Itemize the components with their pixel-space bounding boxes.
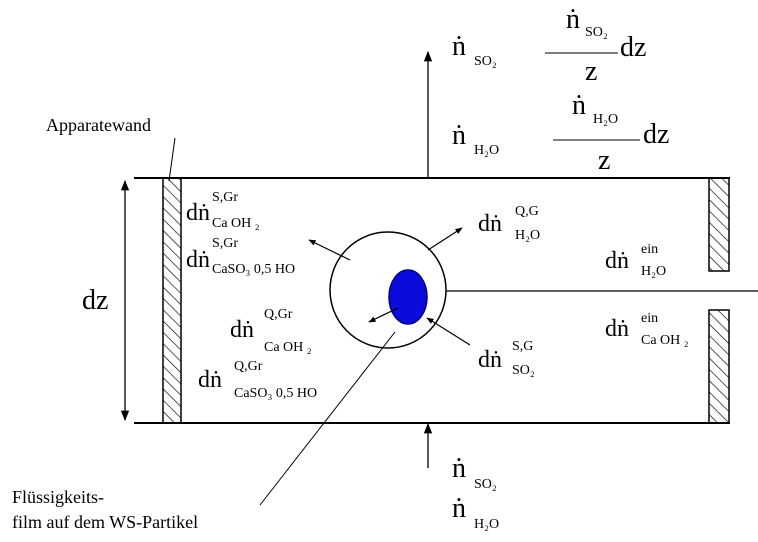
arrow-to-upper-left <box>308 239 351 261</box>
left-wall <box>162 177 182 424</box>
term-s-gr-caoh2-sub: Ca OH ₂ <box>212 216 260 231</box>
term-q-g-h2o-sub: H₂O <box>515 228 541 243</box>
term-s-gr-caoh2-sup: S,Gr <box>212 190 239 205</box>
term-ein-h2o: dṅ <box>605 248 629 274</box>
bottom-n-so2-sub: SO₂ <box>474 477 497 492</box>
bottom-n-h2o: ṅ <box>452 493 466 524</box>
top-n-so2-sub: SO₂ <box>474 54 497 69</box>
top-h2o-grad-num-sub: H₂O <box>593 112 619 127</box>
top-so2-grad-dz: dz <box>620 32 647 63</box>
top-so2-grad-num-sub: SO₂ <box>585 25 608 40</box>
film-label-line2: film auf dem WS-Partikel <box>12 512 199 532</box>
top-h2o-grad-num: ṅ <box>572 90 586 121</box>
term-q-gr-caoh2: dṅ <box>230 317 254 343</box>
wall-leader-line <box>168 137 176 182</box>
term-q-gr-caoh2-sub: Ca OH ₂ <box>264 340 312 355</box>
top-so2-grad-num: ṅ <box>566 4 580 35</box>
term-q-gr-caso3-sub: CaSO₃ 0,5 HO <box>234 386 318 401</box>
top-so2-grad-den: z <box>585 56 598 87</box>
term-s-gr-caso3: dṅ <box>186 247 210 273</box>
top-h2o-grad-den: z <box>598 145 611 176</box>
bottom-n-h2o-sub: H₂O <box>474 517 500 532</box>
arrow-from-lower-right <box>426 317 471 346</box>
term-q-g-h2o-sup: Q,G <box>515 204 539 219</box>
arrow-to-upper-right <box>427 227 463 251</box>
term-s-g-so2: dṅ <box>478 347 502 373</box>
top-n-so2: ṅ <box>452 31 466 62</box>
term-s-gr-caso3-sub: CaSO₃ 0,5 HO <box>212 262 296 277</box>
term-s-gr-caoh2: dṅ <box>186 200 210 226</box>
apparatus-wall-label: Apparatewand <box>46 115 151 135</box>
bottom-n-so2: ṅ <box>452 453 466 484</box>
term-q-gr-caso3-sup: Q,Gr <box>234 359 263 374</box>
right-wall-upper <box>708 177 730 272</box>
term-ein-caoh2-sup: ein <box>641 311 659 326</box>
term-s-g-so2-sub: SO₂ <box>512 363 535 378</box>
term-q-gr-caoh2-sup: Q,Gr <box>264 307 293 322</box>
film-leader-line <box>259 331 396 506</box>
arrow-to-lower-left <box>368 307 399 323</box>
term-ein-h2o-sub: H₂O <box>641 264 667 279</box>
ws-particle <box>388 269 428 325</box>
term-q-gr-caso3: dṅ <box>198 367 222 393</box>
term-ein-caoh2-sub: Ca OH ₂ <box>641 333 689 348</box>
film-label-line1: Flüssigkeits- <box>12 487 105 507</box>
top-h2o-grad-dz: dz <box>643 119 670 150</box>
height-label: dz <box>82 285 109 316</box>
term-s-gr-caso3-sup: S,Gr <box>212 236 239 251</box>
right-wall-lower <box>708 309 730 424</box>
top-n-h2o: ṅ <box>452 120 466 151</box>
term-q-g-h2o: dṅ <box>478 211 502 237</box>
term-ein-caoh2: dṅ <box>605 316 629 342</box>
term-ein-h2o-sup: ein <box>641 242 659 257</box>
top-n-h2o-sub: H₂O <box>474 143 500 158</box>
term-s-g-so2-sup: S,G <box>512 339 534 354</box>
